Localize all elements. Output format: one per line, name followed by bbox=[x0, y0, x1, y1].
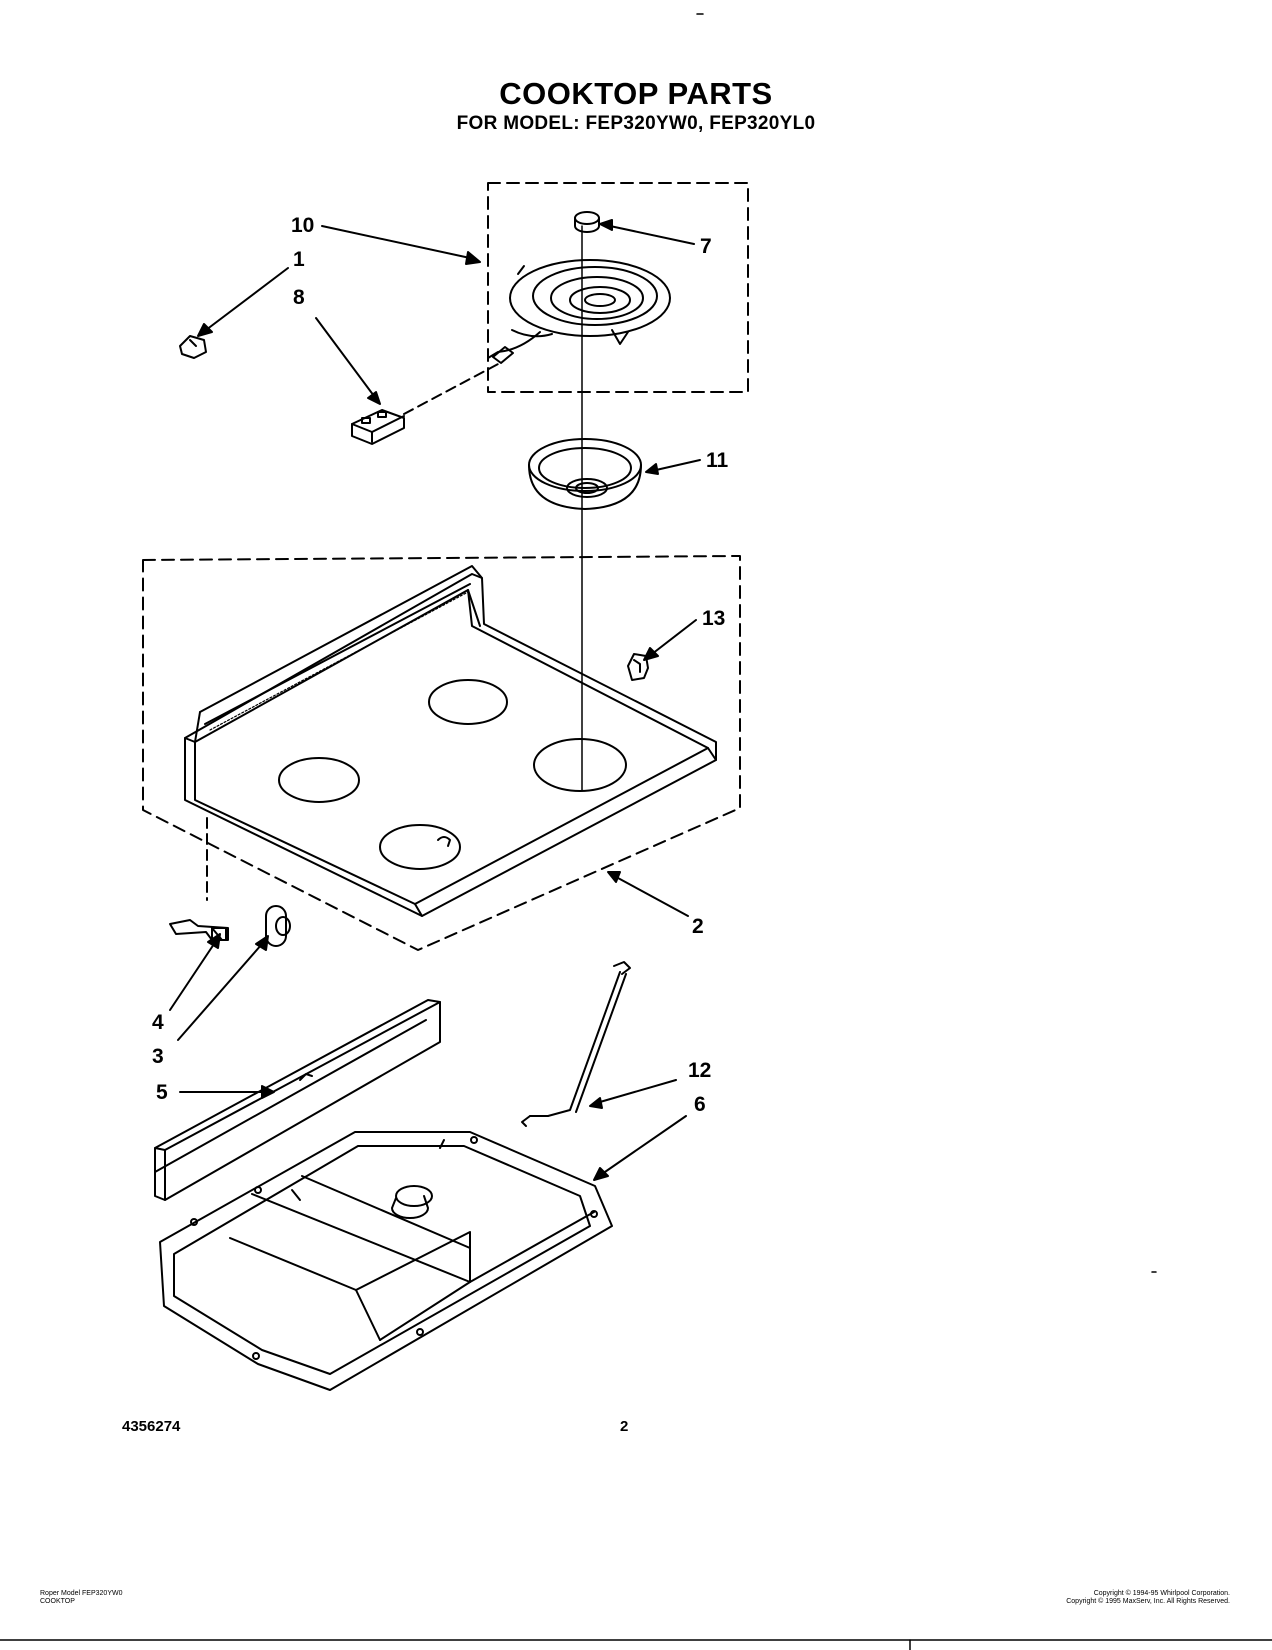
bumper-part bbox=[265, 905, 291, 947]
terminal-block-part bbox=[351, 409, 405, 445]
footer-section-line: COOKTOP bbox=[40, 1598, 75, 1605]
burner-box-part bbox=[159, 1131, 613, 1391]
callout-4: 4 bbox=[152, 1011, 164, 1034]
callout-13: 13 bbox=[702, 607, 726, 630]
clip-part bbox=[179, 335, 207, 359]
surface-element bbox=[487, 259, 671, 364]
element-cap-part bbox=[574, 211, 600, 233]
leader-lines bbox=[169, 219, 701, 1181]
cooktop-part bbox=[184, 565, 717, 917]
drip-bowl-part bbox=[528, 438, 642, 510]
bracket-part bbox=[627, 653, 649, 681]
callout-8: 8 bbox=[293, 286, 305, 309]
rod-part bbox=[521, 961, 631, 1127]
page-title: COOKTOP PARTS bbox=[499, 76, 773, 111]
callout-3: 3 bbox=[152, 1045, 164, 1068]
callout-12: 12 bbox=[688, 1059, 712, 1082]
callout-1: 1 bbox=[293, 248, 305, 271]
callout-5: 5 bbox=[156, 1081, 168, 1104]
callout-11: 11 bbox=[706, 449, 729, 472]
callout-7: 7 bbox=[700, 235, 712, 258]
footer-model-info: Roper Model FEP320YW0 COOKTOP bbox=[40, 1590, 122, 1606]
element-group-box bbox=[487, 182, 749, 393]
copyright-line-1: Copyright © 1994-95 Whirlpool Corporatio… bbox=[1093, 1590, 1230, 1597]
connector-line-8 bbox=[403, 362, 501, 415]
callout-6: 6 bbox=[694, 1093, 706, 1116]
footer-copyright: Copyright © 1994-95 Whirlpool Corporatio… bbox=[1066, 1590, 1230, 1606]
callout-10: 10 bbox=[291, 214, 315, 237]
model-subtitle: FOR MODEL: FEP320YW0, FEP320YL0 bbox=[456, 113, 816, 134]
page-number: 2 bbox=[620, 1418, 629, 1435]
callout-2: 2 bbox=[692, 915, 704, 938]
footer-model-line: Roper Model FEP320YW0 bbox=[40, 1590, 123, 1597]
channel-part bbox=[154, 999, 441, 1201]
copyright-line-2: Copyright © 1995 MaxServ, Inc. All Right… bbox=[1066, 1598, 1230, 1605]
cooktop-group-box bbox=[142, 555, 741, 951]
document-number: 4356274 bbox=[122, 1418, 181, 1435]
